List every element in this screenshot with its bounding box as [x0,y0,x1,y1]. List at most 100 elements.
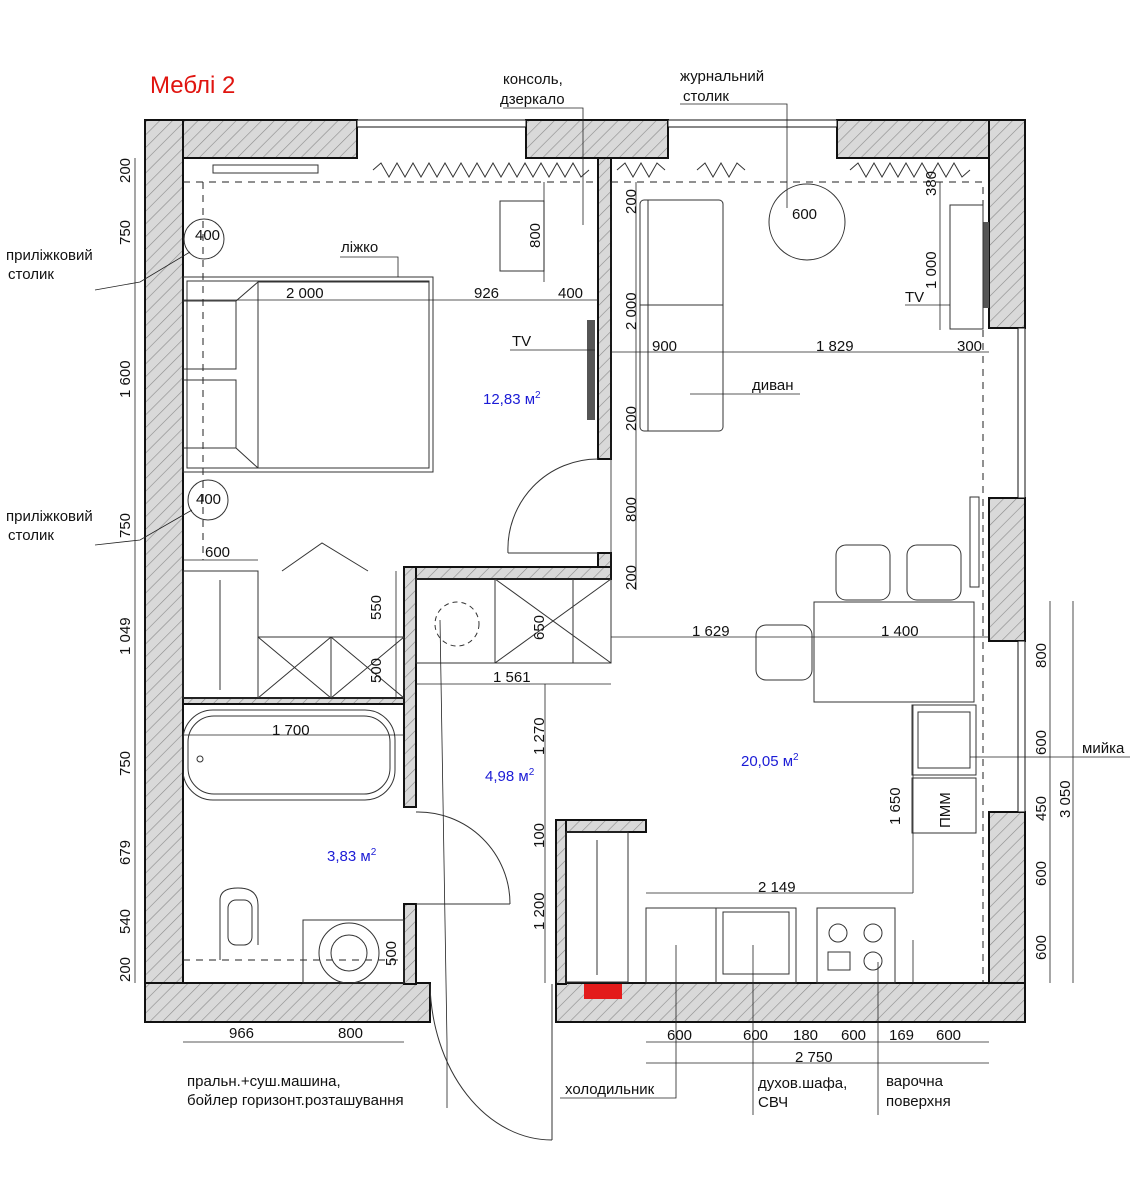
console-depth: 800 [527,223,544,248]
fridge-label: холодильник [565,1081,655,1098]
dimension-lines [134,158,1074,1064]
bathtub [182,709,396,801]
bathroom-area: 3,83 м2 [327,847,377,865]
dim-bottom-right-2: 600 [743,1027,768,1044]
dim-bottom-right-6: 600 [936,1027,961,1044]
dim-kitchen-run: 2 149 [758,879,796,896]
hob-label-2: поверхня [886,1093,951,1110]
dim-hall-storage: 650 [531,615,548,640]
hob-label-1: варочна [886,1073,944,1090]
dim-living-3: 300 [957,338,982,355]
coffee-table-size: 600 [792,206,817,223]
dim-left-9: 200 [117,957,134,982]
dim-washer-depth: 500 [383,941,400,966]
zone-outlines [183,181,984,983]
dim-bed-gap: 926 [474,285,499,302]
radiator-bottom [565,831,629,983]
bedside-top-label-2: столик [8,266,54,283]
coffee-table-label-2: столик [683,88,729,105]
dim-hall-3: 1 200 [531,892,548,930]
dim-hall-2: 100 [531,823,548,848]
window-details [212,161,989,588]
washer-label-1: пральн.+суш.машина, [187,1073,341,1090]
console-label-2: дзеркало [500,91,565,108]
tv-stand-right [949,204,984,330]
sofa-label: диван [752,377,794,394]
dim-dining-1: 1 629 [692,623,730,640]
dim-bottom-left-2: 800 [338,1025,363,1042]
plan-title: Меблі 2 [150,72,235,99]
dim-bath: 1 700 [272,722,310,739]
kitchen-living-area: 20,05 м2 [741,752,799,770]
dim-bottom-total: 2 750 [795,1049,833,1066]
dim-left-2: 750 [117,220,134,245]
dim-right-4: 600 [1033,861,1050,886]
dim-wardrobe-1: 550 [368,595,385,620]
bedside-tables [183,218,229,521]
dim-left-8: 540 [117,909,134,934]
dim-left-3: 1 600 [117,360,134,398]
dim-sofa-1: 200 [623,189,640,214]
doors [415,458,599,1141]
sofa [639,199,724,432]
coffee-table [768,183,846,261]
bedroom-area: 12,83 м2 [483,390,541,408]
dishwasher-label: ПММ [937,792,954,828]
dim-bottom-left-1: 966 [229,1025,254,1042]
dim-left-7: 679 [117,840,134,865]
kitchen-units [645,704,977,984]
dim-right-3: 450 [1033,796,1050,821]
dining [755,544,975,703]
dim-living-2: 1 829 [816,338,854,355]
dim-living-1: 900 [652,338,677,355]
dim-left-5: 1 049 [117,617,134,655]
dim-wardrobe-width: 600 [205,544,230,561]
dim-bed-console: 400 [558,285,583,302]
console [499,182,545,282]
washing-machine [302,919,405,984]
dim-sofa-4: 800 [623,497,640,522]
sink-label: мийка [1082,740,1125,757]
toilet [219,887,259,960]
dim-right-top-1: 380 [923,171,940,196]
dim-right-top-2: 1 000 [923,251,940,289]
bedside-top-label-1: приліжковий [6,247,93,264]
oven-label-1: духов.шафа, [758,1075,847,1092]
coffee-table-label-1: журнальний [680,68,764,85]
wardrobe [182,542,405,699]
dim-hall-1: 1 270 [531,717,548,755]
dim-right-5: 600 [1033,935,1050,960]
dim-left-1: 200 [117,158,134,183]
dim-bottom-right-1: 600 [667,1027,692,1044]
dim-right-2: 600 [1033,730,1050,755]
hall-area: 4,98 м2 [485,767,535,785]
dim-dining-2: 1 400 [881,623,919,640]
dim-bottom-right-5: 169 [889,1027,914,1044]
dim-bed-length: 2 000 [286,285,324,302]
dim-wardrobe-2: 500 [368,658,385,683]
leader-lines [94,103,1130,1115]
electrical-panel [584,984,622,999]
tv-left-label: TV [512,333,531,350]
dim-left-6: 750 [117,751,134,776]
dim-kitchen-height: 1 650 [887,787,904,825]
bedside-bottom-label-2: столик [8,527,54,544]
dim-right-1: 800 [1033,643,1050,668]
dim-left-4: 750 [117,513,134,538]
dim-sofa-2: 2 000 [623,292,640,330]
walls [144,119,1026,1023]
bed-label: ліжко [341,239,378,256]
dim-hall-width: 1 561 [493,669,531,686]
bed [182,276,434,473]
dim-bottom-right-4: 600 [841,1027,866,1044]
dim-sofa-3: 200 [623,406,640,431]
dim-sofa-5: 200 [623,565,640,590]
washer-label-2: бойлер горизонт.розташування [187,1092,404,1109]
dim-bottom-right-3: 180 [793,1027,818,1044]
bedside-bottom-size: 400 [196,491,221,508]
oven-label-2: СВЧ [758,1094,788,1111]
dim-right-total: 3 050 [1057,780,1074,818]
console-label-1: консоль, [503,71,563,88]
tv-right-label: TV [905,289,924,306]
